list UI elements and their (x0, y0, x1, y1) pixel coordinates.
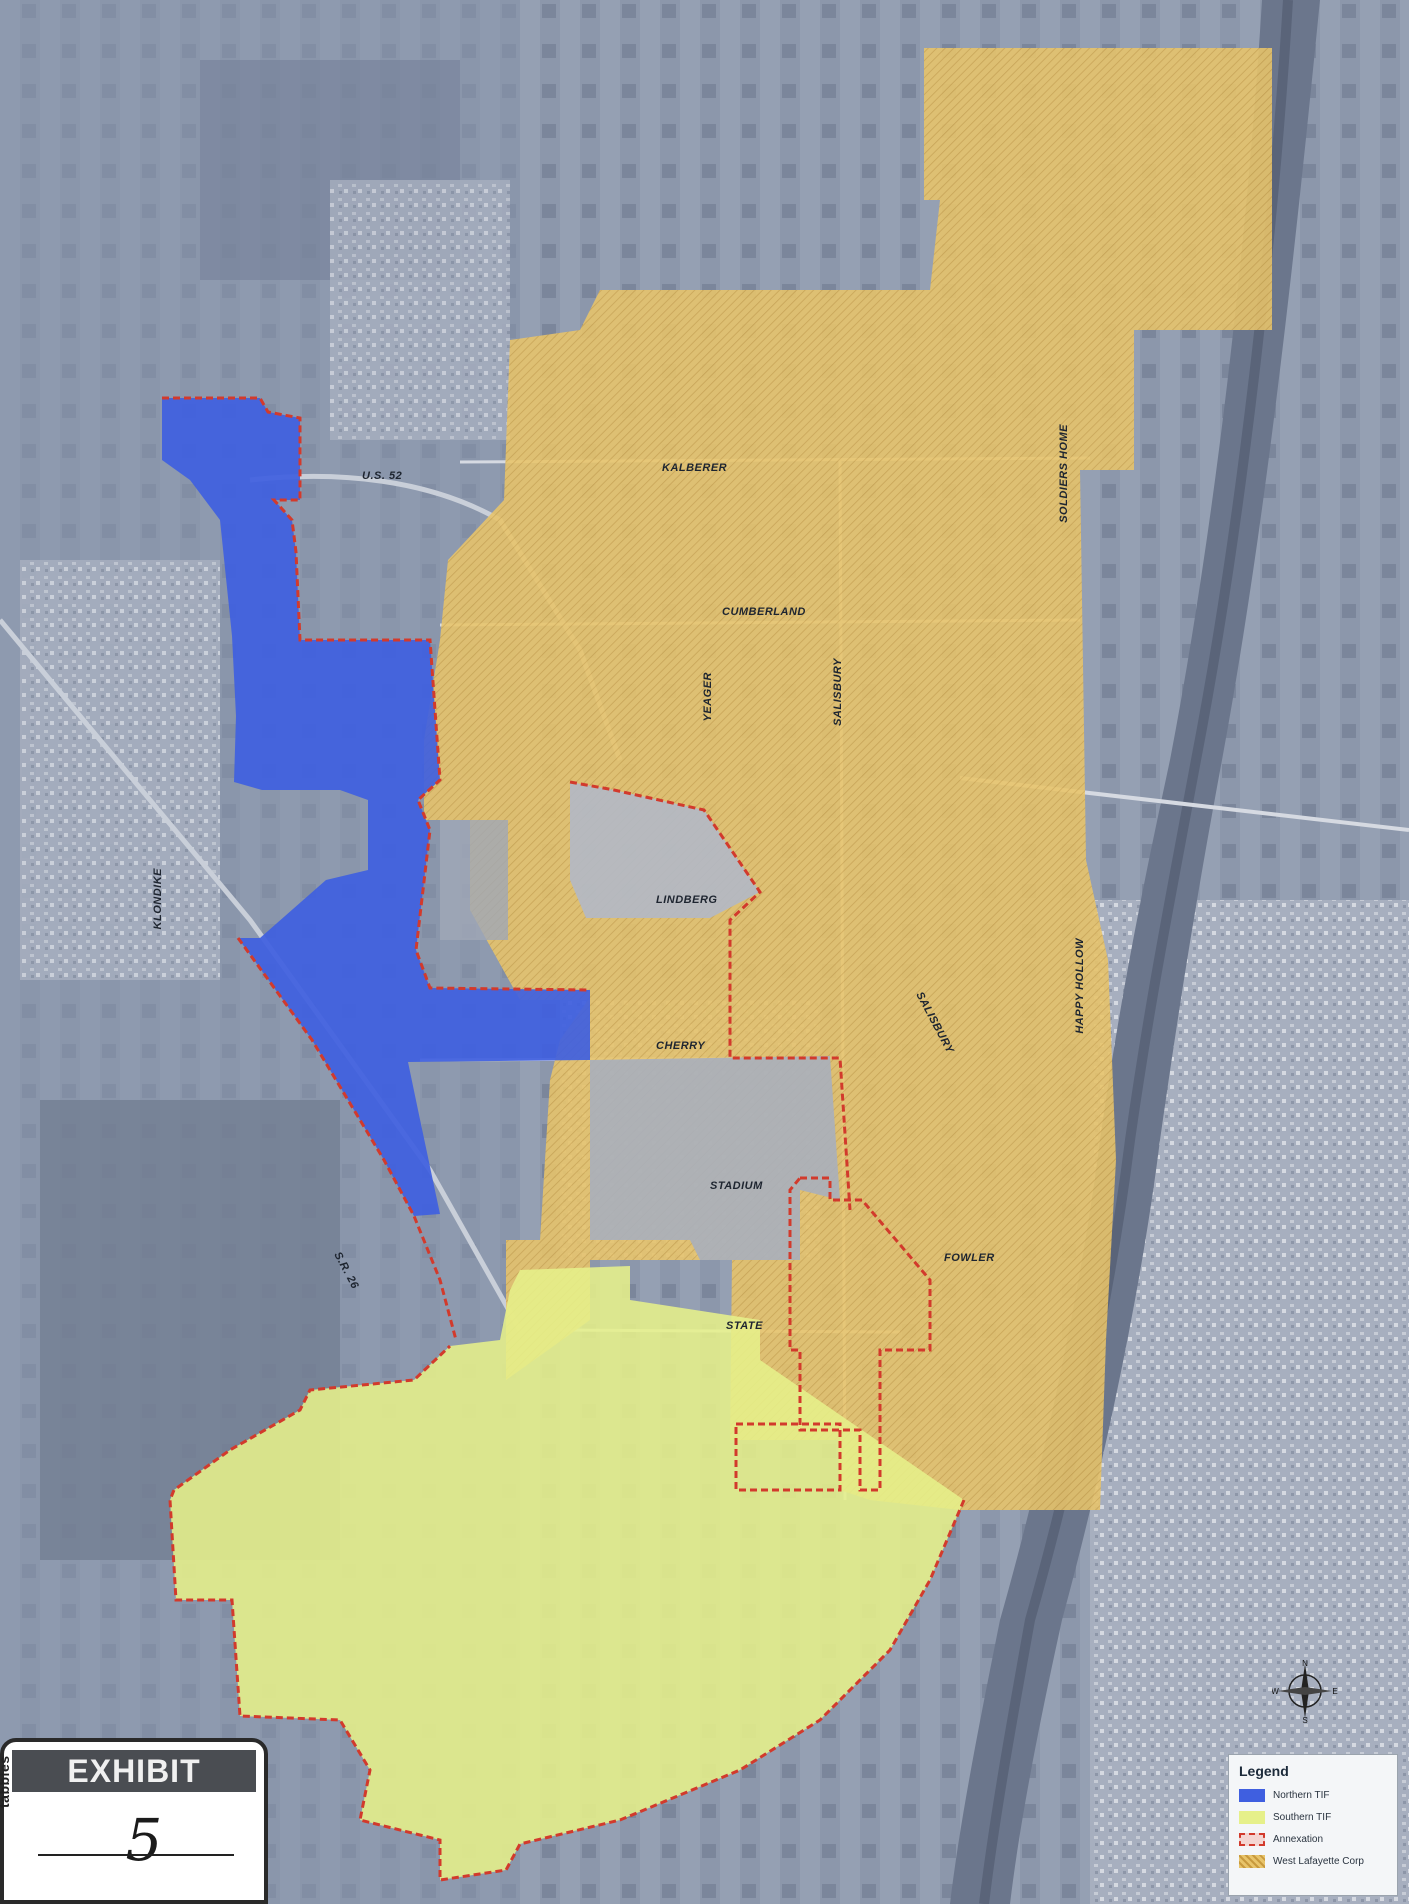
road-label-salisbury-north: SALISBURY (832, 658, 844, 726)
legend-label: Annexation (1273, 1833, 1324, 1845)
southern-tif-swatch-icon (1239, 1810, 1265, 1824)
road-label-kalberer: KALBERER (662, 462, 728, 474)
stadium-island (590, 1056, 840, 1260)
road-label-fowler: FOWLER (944, 1252, 995, 1264)
road-label-cherry: CHERRY (656, 1040, 706, 1052)
exhibit-number: 5 (125, 1806, 163, 1874)
road-label-soldiers-home: SOLDIERS HOME (1058, 424, 1070, 523)
compass-n: N (1302, 1659, 1308, 1668)
legend-item-west-lafayette-corp: West Lafayette Corp (1239, 1851, 1387, 1871)
annexation-outline-sr26 (236, 937, 458, 1341)
road-label-lindberg: LINDBERG (656, 894, 718, 906)
lindberg-island (570, 782, 760, 918)
road-label-stadium: STADIUM (710, 1180, 763, 1192)
legend-label: Northern TIF (1273, 1789, 1330, 1801)
road-label-cumberland: CUMBERLAND (722, 606, 806, 618)
road-label-klondike: KLONDIKE (152, 868, 164, 930)
exhibit-title: EXHIBIT (12, 1750, 256, 1792)
southern-tif-area (170, 1266, 964, 1880)
compass-rose-icon: N S E W (1272, 1659, 1338, 1724)
legend-label: Southern TIF (1273, 1811, 1332, 1823)
road-label-happy-hollow: HAPPY HOLLOW (1074, 938, 1086, 1034)
map-legend: Legend Northern TIF Southern TIF Annexat… (1228, 1754, 1398, 1896)
annexation-outline-lindberg (569, 780, 852, 1211)
exhibit-sticker: EXHIBIT 5 (0, 1738, 268, 1904)
road-label-us52: U.S. 52 (362, 470, 403, 482)
river-water (979, 0, 1293, 1904)
northern-tif-area (162, 398, 590, 1216)
annexation-outline-stadium (788, 1176, 932, 1492)
legend-item-annexation: Annexation (1239, 1829, 1387, 1849)
northern-tif-swatch-icon (1239, 1788, 1265, 1802)
west-residential-island (440, 820, 508, 940)
annexation-outline-north (162, 396, 591, 992)
exhibit-underline (38, 1854, 234, 1856)
annexation-swatch-icon (1239, 1832, 1265, 1846)
legend-title: Legend (1239, 1763, 1289, 1779)
legend-item-southern-tif: Southern TIF (1239, 1807, 1387, 1827)
road-label-state: STATE (726, 1320, 763, 1332)
road-label-yeager: YEAGER (702, 672, 714, 722)
compass-s: S (1302, 1716, 1307, 1724)
legend-label: West Lafayette Corp (1273, 1855, 1364, 1867)
compass-w: W (1272, 1687, 1279, 1696)
legend-item-northern-tif: Northern TIF (1239, 1785, 1387, 1805)
north-subdivisions (330, 180, 510, 440)
compass-e: E (1332, 1687, 1337, 1696)
west-subdivisions (20, 560, 220, 980)
sticker-brand-logo: tabbies (0, 1755, 12, 1808)
annexation-outline-south (168, 1344, 966, 1882)
annexation-outline-state (734, 1422, 842, 1492)
wabash-river (950, 0, 1320, 1904)
west-lafayette-corp-swatch-icon (1239, 1854, 1265, 1868)
